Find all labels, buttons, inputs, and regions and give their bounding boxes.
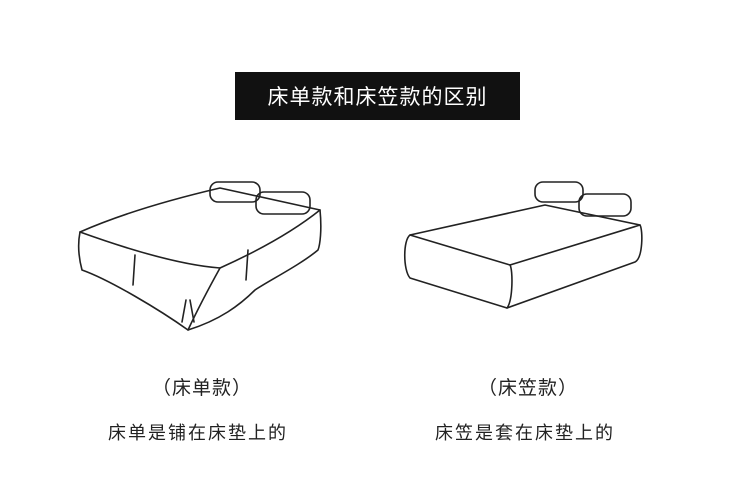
flat-sheet-description: 床单是铺在床垫上的 [108, 423, 288, 444]
fitted-sheet-description: 床笠是套在床垫上的 [435, 423, 615, 444]
fitted-sheet-bed-illustration [403, 181, 643, 309]
fitted-sheet-label: （床笠款） [477, 377, 578, 399]
page-title: 床单款和床笠款的区别 [235, 72, 520, 120]
flat-sheet-label: （床单款） [151, 377, 252, 399]
flat-sheet-bed-illustration [77, 181, 322, 331]
